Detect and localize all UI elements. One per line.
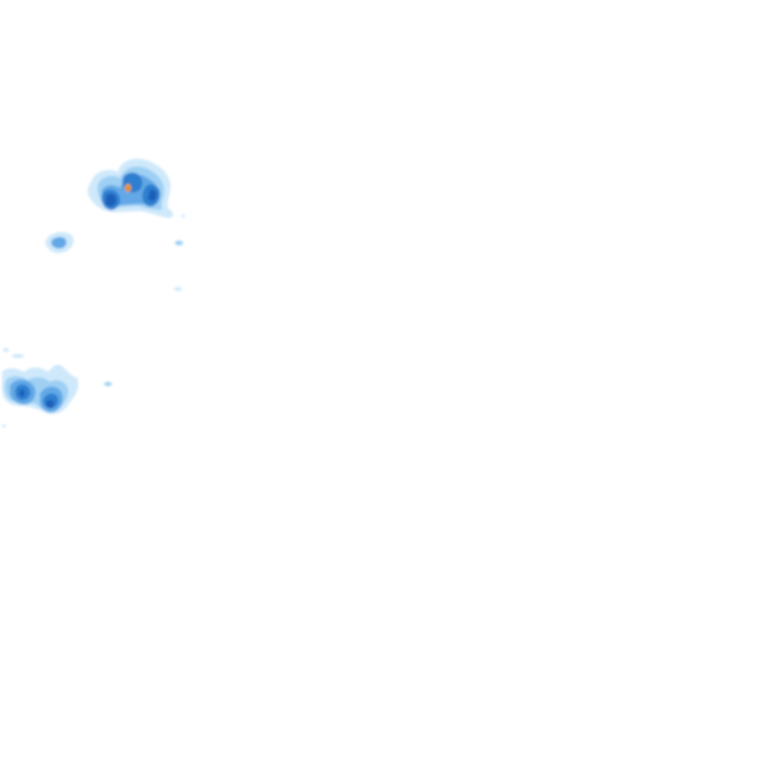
echo-fragments-north (174, 214, 185, 291)
echo-north-very-heavy-2 (148, 189, 157, 201)
echo-cell-southwest (2, 366, 79, 415)
echo-fragment (12, 354, 24, 358)
echo-fragment (2, 424, 6, 428)
echo-fragment (53, 365, 63, 371)
echo-fragment (3, 348, 9, 352)
echo-north-intense-center (126, 187, 130, 191)
echo-sw-b-very-heavy (46, 399, 54, 409)
echo-fragment (70, 377, 78, 383)
echo-fragment (174, 287, 182, 291)
echo-fragment (175, 240, 183, 246)
echo-fragment (104, 382, 112, 386)
echo-sw-a-very-heavy (19, 389, 25, 397)
echo-fragment (181, 214, 185, 218)
echo-north-very-heavy (106, 193, 116, 207)
echo-cell-north (87, 158, 174, 218)
echo-cell-small-west (45, 232, 74, 253)
echo-small-west-inner (51, 237, 67, 249)
echo-scattered (2, 348, 112, 428)
